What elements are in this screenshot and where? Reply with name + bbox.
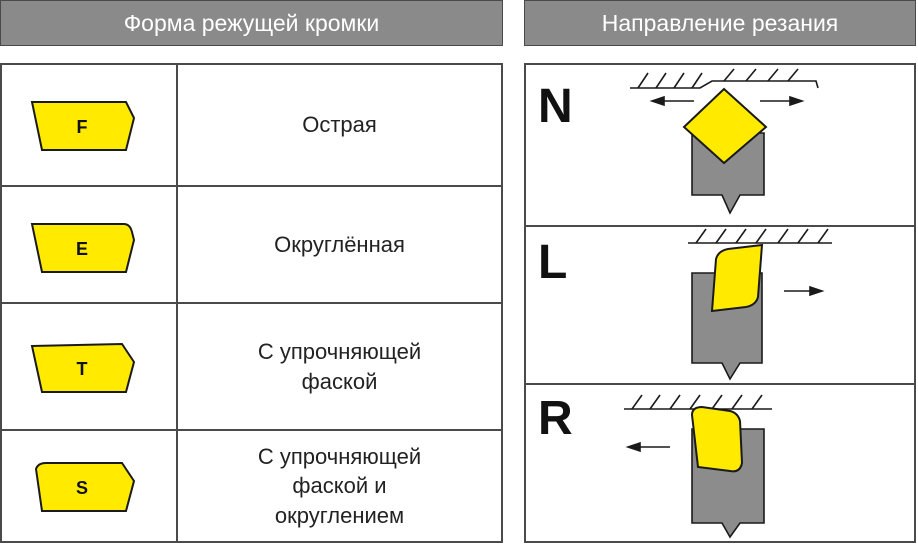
workpiece-hatch (630, 68, 819, 89)
direction-row-n: N (526, 65, 914, 227)
edge-shape-row-s: S С упрочняющей фаской и округлением (2, 431, 501, 541)
feed-arrows (649, 95, 805, 107)
direction-code-n: N (538, 80, 573, 133)
insert-icon (690, 405, 744, 473)
insert-code-t: T (77, 359, 88, 379)
edge-shape-label-e: Округлённая (274, 231, 405, 257)
column-divider (176, 65, 178, 185)
right-hand-cutting-diagram (624, 394, 772, 539)
insert-icon (710, 243, 764, 313)
column-divider (176, 304, 178, 429)
insert-code-f: F (77, 117, 88, 137)
edge-shape-row-e: E Округлённая (2, 187, 501, 304)
edge-shape-header-title: Форма режущей кромки (123, 9, 380, 36)
neutral-cutting-diagram (630, 68, 819, 215)
edge-shape-header: Форма режущей кромки (0, 0, 503, 46)
edge-shape-table: F Острая E Округлённая T С упрочняющей ф… (0, 63, 503, 543)
edge-shape-label-t: С упрочняющей фаской (257, 339, 422, 394)
feed-arrow-left (625, 441, 670, 453)
workpiece-hatch (688, 228, 832, 244)
direction-code-l: L (538, 236, 568, 289)
cutting-direction-header: Направление резания (524, 0, 916, 46)
edge-shape-label-f: Острая (302, 112, 377, 138)
left-hand-cutting-diagram (688, 228, 832, 381)
feed-arrow-right (784, 285, 825, 297)
cutting-direction-header-title: Направление резания (601, 9, 839, 36)
insert-chamfered-rounded-edge-icon: S (34, 462, 136, 512)
insert-code-e: E (76, 239, 88, 259)
column-divider (176, 187, 178, 302)
insert-rounded-edge-icon: E (30, 223, 136, 273)
column-divider (176, 431, 178, 541)
direction-code-r: R (538, 392, 573, 445)
edge-shape-label-s: С упрочняющей фаской и округлением (257, 444, 422, 528)
diamond-insert-icon (682, 87, 768, 165)
insert-code-s: S (76, 478, 88, 498)
edge-shape-row-t: T С упрочняющей фаской (2, 304, 501, 431)
edge-shape-row-f: F Острая (2, 65, 501, 187)
cutting-direction-table: N (524, 63, 916, 543)
insert-sharp-edge-icon: F (30, 101, 136, 151)
direction-row-r: R (526, 385, 914, 541)
tool-holder (691, 132, 765, 215)
insert-chamfered-edge-icon: T (30, 342, 136, 393)
direction-row-l: L (526, 227, 914, 385)
